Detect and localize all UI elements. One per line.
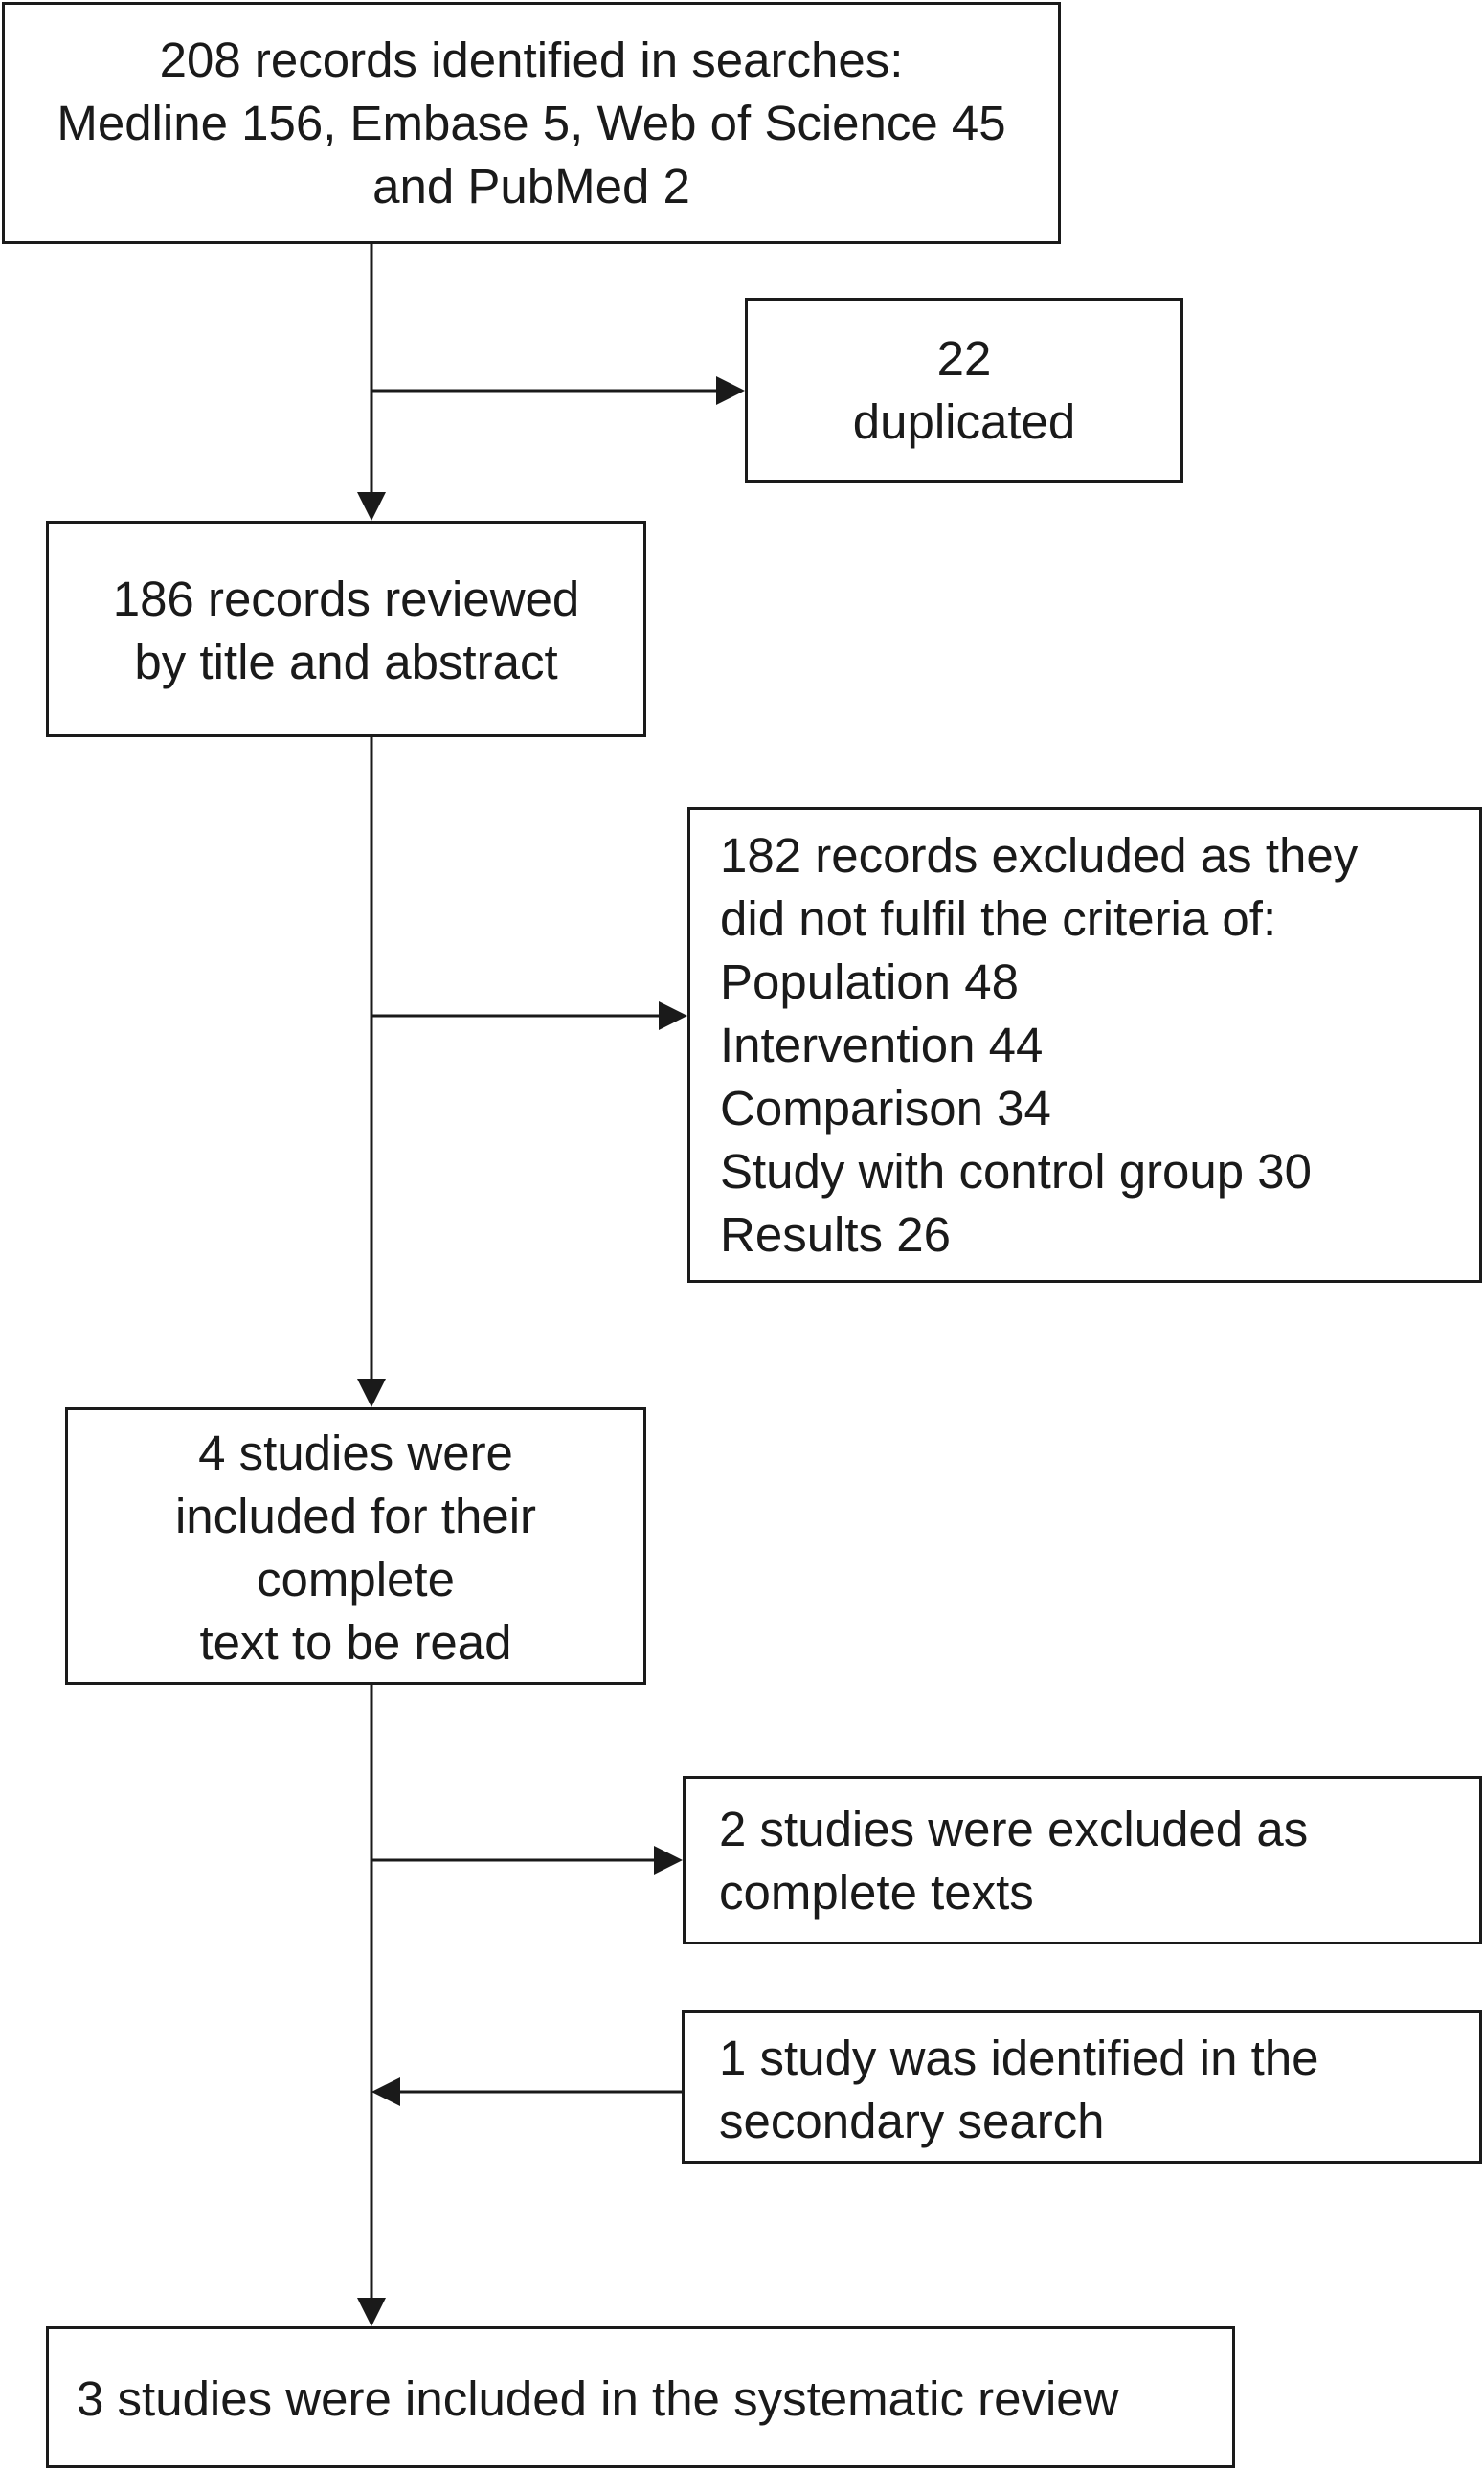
- criteria-population: Population 48: [720, 954, 1019, 1009]
- records-excluded-criteria-text: 182 records excluded as they did not ful…: [720, 824, 1358, 1267]
- box-text-line: Medline 156, Embase 5, Web of Science 45: [56, 96, 1006, 150]
- secondary-search-text: 1 study was identified in the secondary …: [719, 2027, 1319, 2153]
- box-text-line: complete texts: [719, 1865, 1034, 1920]
- secondary-search-box: 1 study was identified in the secondary …: [682, 2010, 1482, 2164]
- box-text-line: by title and abstract: [134, 635, 558, 689]
- arrowhead-down: [357, 492, 386, 521]
- box-text-line: 186 records reviewed: [112, 572, 580, 626]
- box-text-line: text to be read: [199, 1615, 512, 1670]
- box-text-line: 2 studies were excluded as: [719, 1802, 1309, 1856]
- box-text-line: 22: [936, 331, 992, 386]
- criteria-control-group: Study with control group 30: [720, 1144, 1313, 1199]
- excluded-full-text-text: 2 studies were excluded as complete text…: [719, 1798, 1308, 1924]
- criteria-results: Results 26: [720, 1207, 951, 1262]
- arrowhead-right: [659, 1001, 687, 1030]
- full-text-text: 4 studies were included for their comple…: [68, 1422, 643, 1674]
- box-text-line: 1 study was identified in the: [719, 2031, 1319, 2085]
- box-text-line: and PubMed 2: [372, 159, 690, 213]
- records-reviewed-box: 186 records reviewed by title and abstra…: [46, 521, 646, 737]
- box-text-line: complete: [257, 1552, 455, 1606]
- arrowhead-down: [357, 1379, 386, 1407]
- included-review-box: 3 studies were included in the systemati…: [46, 2326, 1235, 2468]
- criteria-comparison: Comparison 34: [720, 1081, 1051, 1135]
- box-text-line: 182 records excluded as they: [720, 828, 1359, 883]
- excluded-full-text-box: 2 studies were excluded as complete text…: [683, 1776, 1482, 1944]
- arrowhead-right: [654, 1846, 683, 1875]
- full-text-box: 4 studies were included for their comple…: [65, 1407, 646, 1685]
- records-reviewed-text: 186 records reviewed by title and abstra…: [49, 568, 643, 694]
- duplicated-text: 22 duplicated: [748, 327, 1180, 454]
- box-text-line: 208 records identified in searches:: [159, 33, 904, 87]
- box-text-line: secondary search: [719, 2094, 1105, 2148]
- box-text-line: duplicated: [852, 394, 1076, 449]
- arrowhead-right: [716, 376, 745, 405]
- box-text-line: 4 studies were: [198, 1426, 513, 1480]
- included-review-text: 3 studies were included in the systemati…: [77, 2368, 1119, 2431]
- box-text-line: 3 studies were included in the systemati…: [77, 2371, 1119, 2426]
- records-identified-text: 208 records identified in searches: Medl…: [5, 29, 1058, 218]
- box-text-line: included for their: [174, 1489, 537, 1543]
- box-text-line: did not fulfil the criteria of:: [720, 891, 1277, 946]
- duplicated-box: 22 duplicated: [745, 298, 1183, 483]
- records-excluded-criteria-box: 182 records excluded as they did not ful…: [687, 807, 1482, 1283]
- criteria-intervention: Intervention 44: [720, 1018, 1044, 1072]
- arrowhead-down: [357, 2298, 386, 2326]
- records-identified-box: 208 records identified in searches: Medl…: [2, 2, 1061, 244]
- arrowhead-left: [371, 2077, 400, 2106]
